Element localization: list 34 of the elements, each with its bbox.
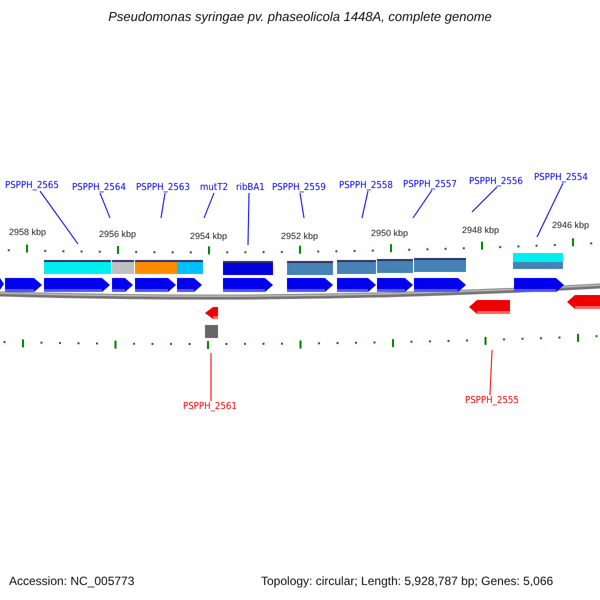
leader-line [40,190,78,244]
leader-line [362,190,368,218]
scale-label: 2958 kbp [9,227,46,238]
leader-line [204,192,214,218]
leader-line [472,186,498,212]
leader-line [210,352,212,402]
gene-label: PSPPH_2556 [469,176,523,188]
gene-label: PSPPH_2559 [272,182,326,194]
scale-label: 2946 kbp [552,220,590,230]
leader-line [300,192,304,218]
genome-summary-text: Topology: circular; Length: 5,928,787 bp; Genes: 5,066 [261,575,554,589]
gene-label: PSPPH_2563 [136,182,190,194]
scale-label: 2956 kbp [99,229,136,240]
scale-label: 2950 kbp [371,228,408,238]
gene-label: PSPPH_2555 [465,395,519,406]
scale-label: 2952 kbp [281,231,318,242]
gene-label: ribBA1 [236,182,265,194]
leader-line [536,182,564,238]
accession-text: Accession: NC_005773 [9,575,134,589]
gene-label: PSPPH_2558 [339,180,393,192]
scale-label: 2954 kbp [190,231,228,242]
leader-line [248,192,250,246]
scale-label: 2948 kbp [462,225,500,236]
gene-label: mutT2 [200,182,228,194]
gene-label: PSPPH_2565 [5,180,59,192]
gene-label: PSPPH_2557 [403,179,457,190]
leader-line [160,192,166,218]
leader-line [490,350,492,396]
leader-line [412,190,432,218]
gene-label: PSPPH_2564 [72,182,126,194]
title: Pseudomonas syringae pv. phaseolicola 1448A, complete genome [107,10,493,25]
leader-line [100,192,110,218]
gene-label: PSPPH_2561 [183,401,237,412]
gene-label: PSPPH_2554 [534,172,588,184]
